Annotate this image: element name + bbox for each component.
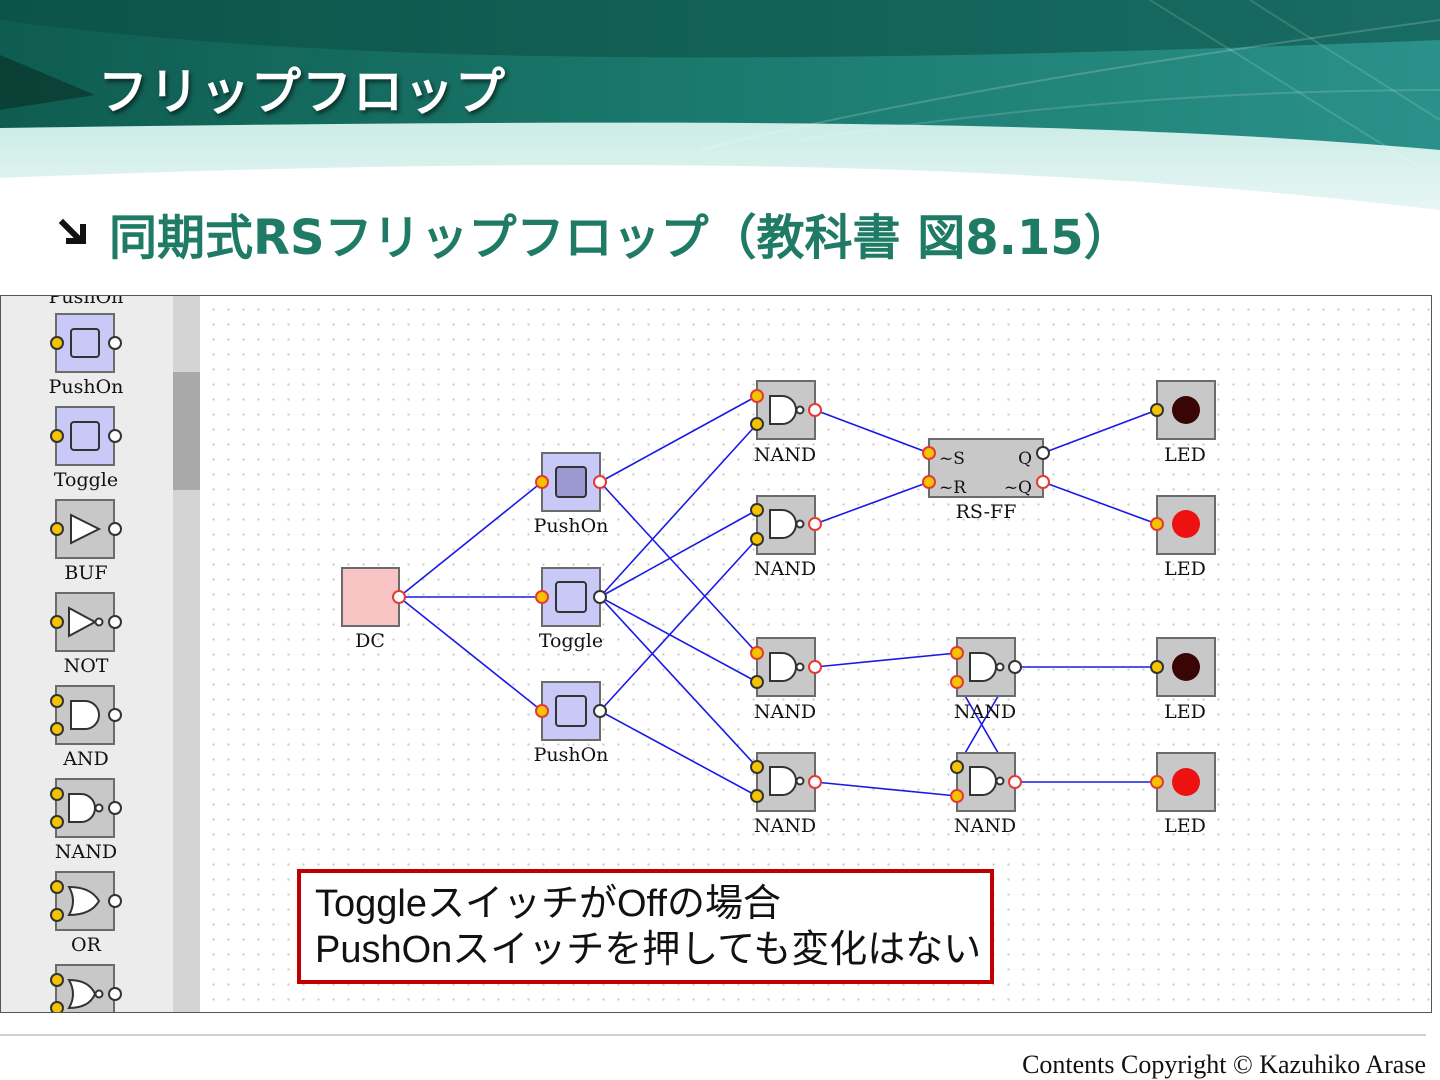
bullet-arrow-icon [58,218,86,244]
footer-divider [0,1034,1426,1036]
slide-subtitle: 同期式RSフリップフロップ（教科書 図8.15） [109,210,1132,266]
palette-label-or: OR [71,934,101,956]
palette-label-not: NOT [63,655,109,677]
palette-item-nand[interactable] [50,778,122,838]
palette-scrollbar[interactable] [173,296,200,1012]
palette-label-buf: BUF [64,562,108,584]
palette-item-partial[interactable] [50,964,122,1012]
palette-item-not[interactable] [50,592,122,652]
subtitle-row: 同期式RSフリップフロップ（教科書 図8.15） [55,198,1132,268]
palette-partial-label: PushOn [48,296,124,308]
palette-item-or[interactable] [50,871,122,931]
palette-label-pushon: PushOn [48,376,124,398]
palette-scroll-thumb[interactable] [173,372,200,490]
palette-label-toggle: Toggle [53,469,119,491]
palette-label-nand: NAND [54,841,118,863]
header-banner [0,0,1440,215]
copyright-text: Contents Copyright © Kazuhiko Arase [1022,1050,1426,1079]
explanation-note: ToggleスイッチがOffの場合 PushOnスイッチを押しても変化はない [297,869,994,984]
palette-item-and[interactable] [50,685,122,745]
note-line-2: PushOnスイッチを押しても変化はない [315,929,982,971]
component-palette[interactable]: PushOn [1,296,173,1012]
palette-item-toggle[interactable] [50,406,122,466]
palette-label-and: AND [63,748,109,770]
palette-item-pushon[interactable] [50,313,122,373]
palette-item-buf[interactable] [50,499,122,559]
slide-title: フリップフロップ [98,63,506,121]
palette-icons [50,313,122,1012]
note-line-1: ToggleスイッチがOffの場合 [315,883,781,925]
